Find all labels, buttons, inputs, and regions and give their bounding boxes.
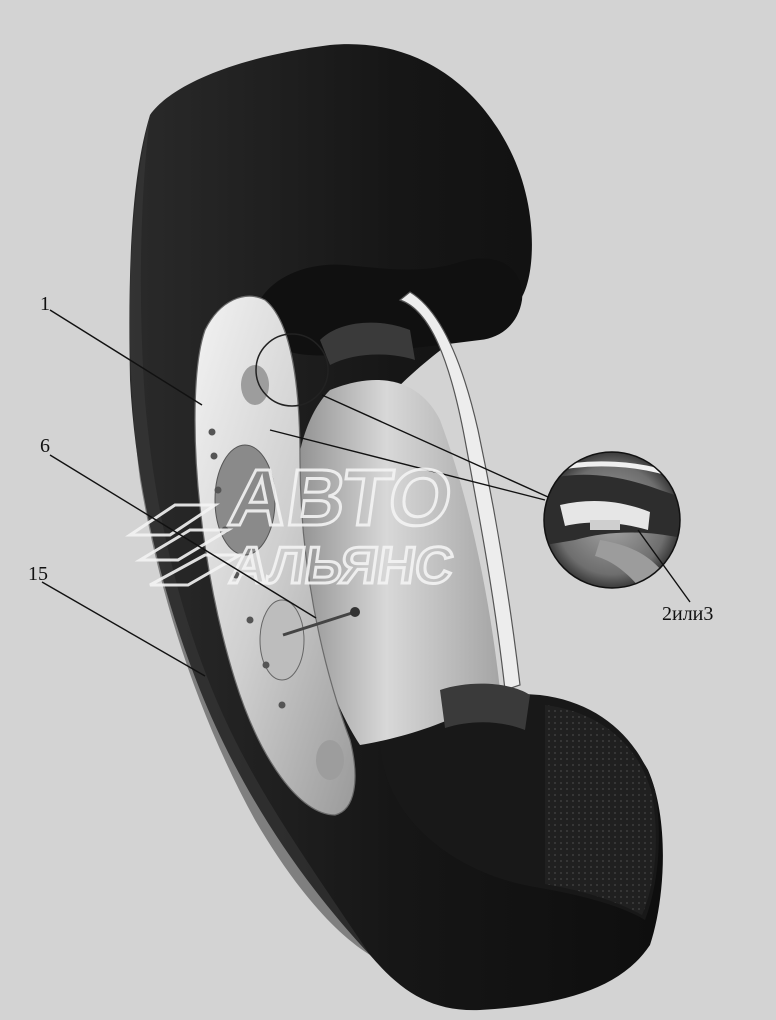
- callout-1: 1: [40, 293, 203, 406]
- watermark-line-2: АЛЬЯНС: [226, 537, 457, 595]
- callout-15: 15: [28, 563, 206, 677]
- watermark: АВТО АЛЬЯНС: [125, 452, 459, 596]
- tire: [129, 44, 663, 1011]
- zoom-connector-line: [321, 394, 549, 498]
- watermark-line-1: АВТО: [224, 453, 458, 543]
- callout-label-2or3: 2или3: [662, 603, 713, 625]
- callout-label-15: 15: [28, 563, 48, 585]
- watermark-logo-icon: [125, 503, 246, 587]
- leader-line: [49, 454, 317, 619]
- leader-line: [41, 581, 206, 677]
- zoom-connector-line: [269, 429, 546, 501]
- callout-6: 6: [40, 435, 317, 619]
- callout-label-1: 1: [40, 293, 50, 315]
- wheel-rim: [194, 291, 530, 816]
- leader-line: [637, 529, 691, 603]
- magnified-detail-inset: [543, 451, 681, 589]
- leader-line: [49, 309, 203, 406]
- callout-2or3: 2или3: [637, 529, 713, 625]
- callout-label-6: 6: [40, 435, 50, 457]
